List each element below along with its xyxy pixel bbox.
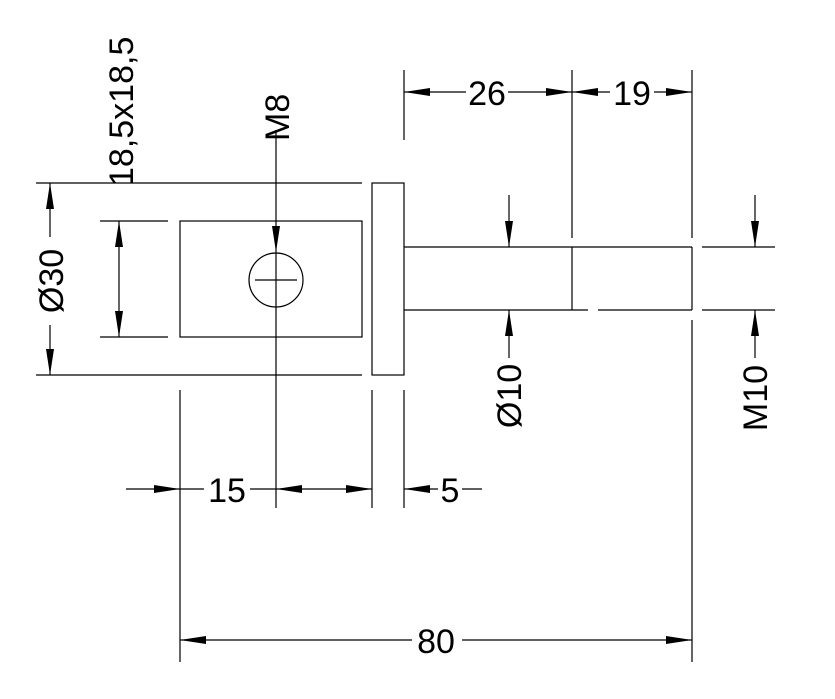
dimension-80: 80 — [180, 623, 692, 661]
dia30-label: Ø30 — [33, 249, 71, 313]
extension-lines — [100, 70, 775, 662]
dimension-15: 15 — [126, 472, 372, 510]
dimension-19: 19 — [572, 75, 692, 113]
dia10-label: Ø10 — [491, 364, 529, 428]
dim-19-label: 19 — [613, 75, 651, 113]
m8-label: M8 — [259, 94, 297, 141]
dim-80-label: 80 — [417, 623, 455, 661]
m10-label: M10 — [737, 365, 775, 431]
square-size-label: 18,5x18,5 — [103, 37, 141, 186]
dimension-m10: M10 — [737, 195, 775, 431]
dimension-5: 5 — [404, 472, 482, 510]
dimension-dia10: Ø10 — [491, 195, 529, 428]
dimension-square-inner — [115, 221, 123, 337]
dim-5-label: 5 — [441, 472, 460, 510]
dimension-dia30: Ø30 — [33, 183, 71, 375]
flange — [371, 182, 405, 376]
shaft — [404, 246, 693, 311]
dimension-26: 26 — [404, 75, 572, 113]
square-body — [36, 182, 363, 376]
dim-15-label: 15 — [208, 472, 246, 510]
dimension-m8: M8 — [259, 94, 297, 252]
dim-26-label: 26 — [468, 75, 506, 113]
